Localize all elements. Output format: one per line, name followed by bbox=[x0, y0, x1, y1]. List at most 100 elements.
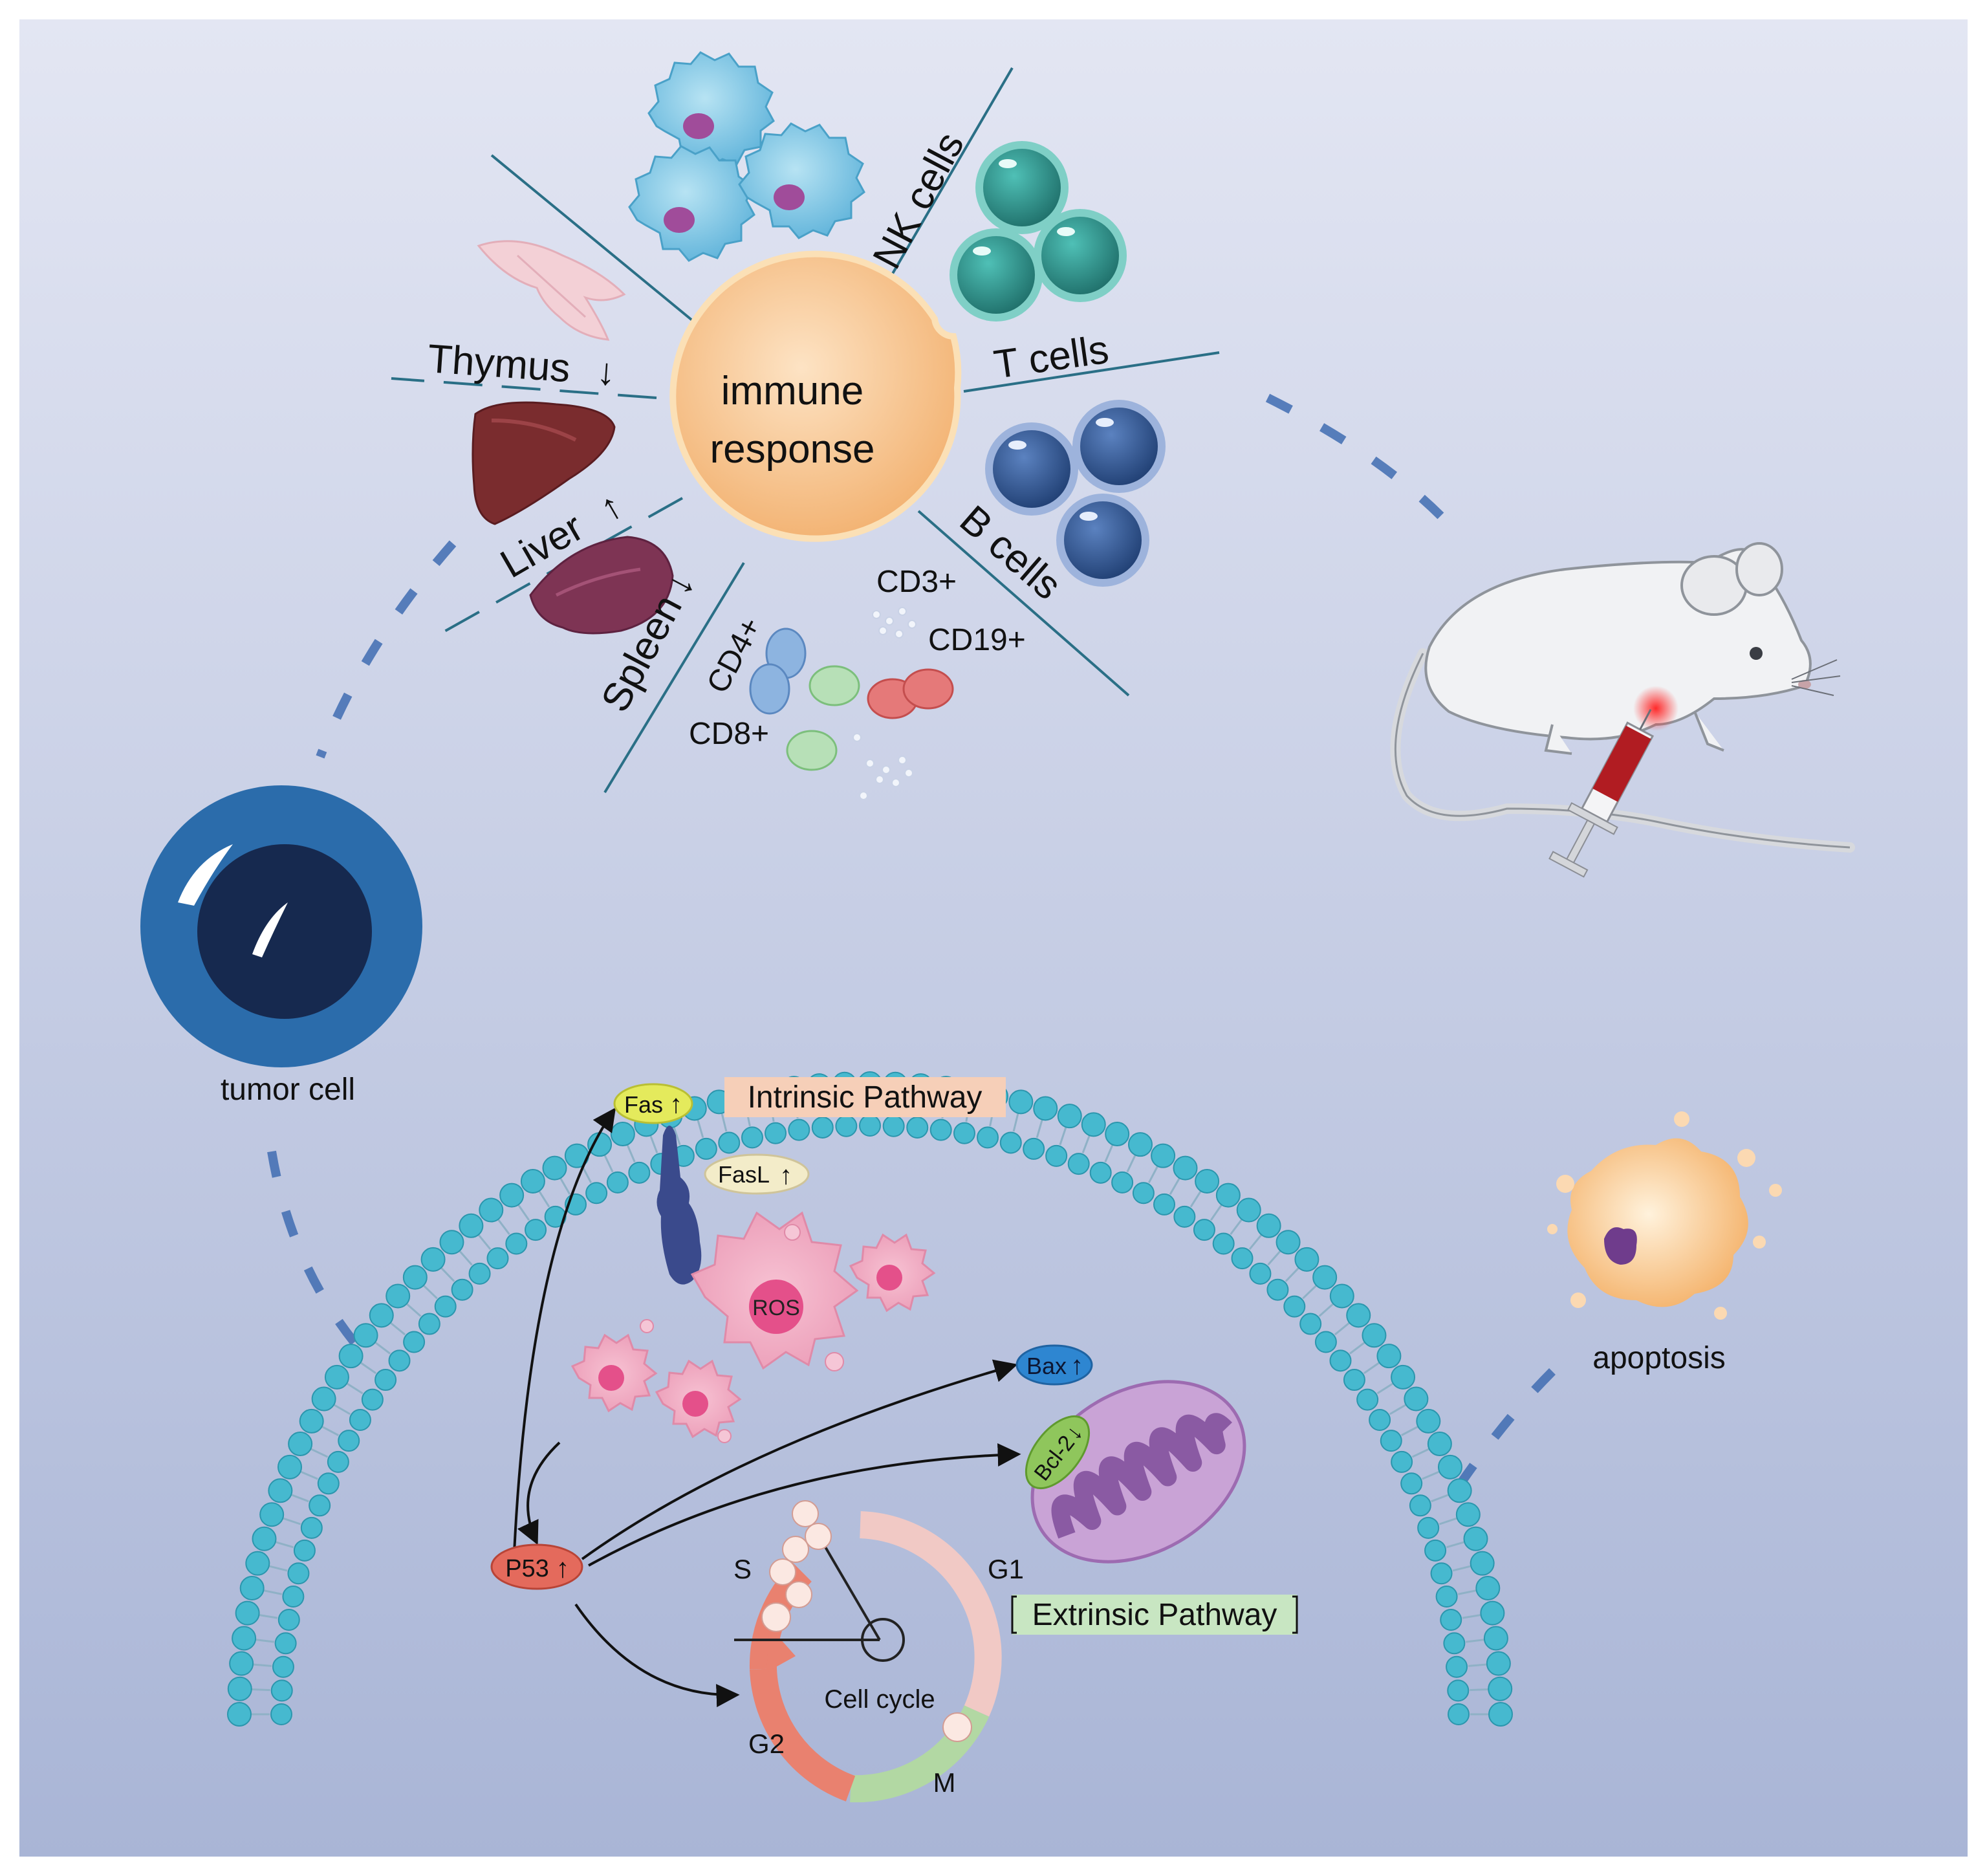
lipid-head bbox=[235, 1600, 260, 1626]
nk-cells bbox=[628, 51, 865, 262]
lipid-head bbox=[882, 1115, 905, 1137]
lipid-tail bbox=[1302, 1284, 1318, 1300]
lipid-tail bbox=[1466, 1639, 1485, 1643]
syringe-illustration bbox=[1548, 709, 1655, 878]
lipid-tail bbox=[1012, 1113, 1019, 1132]
lipid-head bbox=[695, 1137, 717, 1160]
lipid-head bbox=[835, 1115, 858, 1137]
lipid-head bbox=[403, 1331, 426, 1353]
lipid-head bbox=[1455, 1502, 1481, 1527]
ros-label: ROS bbox=[752, 1296, 800, 1320]
apoptosis-label: apoptosis bbox=[1592, 1341, 1725, 1375]
lipid-head bbox=[1329, 1349, 1352, 1372]
lipid-tail bbox=[1169, 1177, 1180, 1195]
lipid-head bbox=[999, 1131, 1022, 1154]
lipid-tail bbox=[1446, 1541, 1465, 1549]
spleen-organ bbox=[529, 536, 674, 635]
lipid-tail bbox=[299, 1470, 318, 1480]
lipid-head bbox=[434, 1295, 457, 1318]
lipid-head bbox=[499, 1183, 525, 1208]
lipid-head bbox=[287, 1562, 310, 1585]
phase-g2-label: G2 bbox=[748, 1729, 785, 1759]
p53-up-arrow: ↑ bbox=[556, 1553, 570, 1583]
lipid-head bbox=[1111, 1171, 1134, 1194]
intrinsic-pathway-box: Intrinsic Pathway bbox=[724, 1077, 1006, 1117]
lipid-head bbox=[1369, 1409, 1391, 1431]
lipid-head bbox=[520, 1168, 545, 1194]
lipid-head bbox=[1249, 1262, 1272, 1285]
lipid-head bbox=[906, 1116, 929, 1139]
lipid-head bbox=[1488, 1676, 1513, 1701]
svg-text:Extrinsic Pathway: Extrinsic Pathway bbox=[1032, 1598, 1277, 1632]
lipid-head bbox=[1173, 1205, 1196, 1228]
lipid-tail bbox=[360, 1362, 377, 1375]
cell-cycle-label: Cell cycle bbox=[824, 1685, 935, 1714]
lipid-head bbox=[1404, 1386, 1429, 1412]
lipid-head bbox=[270, 1703, 292, 1725]
phase-g1-label: G1 bbox=[988, 1554, 1024, 1584]
lipid-tail bbox=[290, 1494, 309, 1503]
lipid-head bbox=[239, 1575, 265, 1600]
lipid-tail bbox=[1081, 1135, 1091, 1153]
lipid-head bbox=[309, 1494, 331, 1517]
lipid-tail bbox=[389, 1322, 406, 1336]
lipid-tail bbox=[1147, 1165, 1159, 1183]
phase-s-label: S bbox=[733, 1554, 752, 1584]
lipid-head bbox=[369, 1303, 394, 1328]
lipid-tail bbox=[310, 1448, 329, 1458]
lipid-head bbox=[1008, 1089, 1034, 1115]
lipid-head bbox=[1045, 1144, 1068, 1167]
lipid-tail bbox=[263, 1589, 283, 1595]
lipid-tail bbox=[1285, 1267, 1300, 1282]
lipid-tail bbox=[1210, 1204, 1222, 1221]
lipid-tail bbox=[1422, 1470, 1440, 1480]
mouse-illustration bbox=[1390, 542, 1855, 878]
lipid-head bbox=[1427, 1432, 1452, 1457]
lipid-tail bbox=[1230, 1219, 1243, 1236]
lipid-tail bbox=[251, 1688, 270, 1692]
lipid-tail bbox=[649, 1135, 658, 1153]
lipid-head bbox=[1391, 1450, 1413, 1473]
svg-text:Bax: Bax bbox=[1026, 1353, 1067, 1379]
lipid-head bbox=[1356, 1388, 1379, 1411]
lipid-tail bbox=[1349, 1341, 1365, 1355]
svg-text:Thymus: Thymus bbox=[426, 336, 572, 391]
lipid-head bbox=[788, 1118, 810, 1141]
lipid-head bbox=[272, 1655, 294, 1678]
lipid-tail bbox=[333, 1404, 351, 1415]
lipid-head bbox=[402, 1265, 428, 1290]
lipid-head bbox=[1343, 1369, 1365, 1391]
lipid-head bbox=[1376, 1344, 1402, 1369]
lipid-tail bbox=[1431, 1494, 1450, 1503]
fas-up-arrow: ↑ bbox=[669, 1090, 682, 1118]
phase-m-label: M bbox=[933, 1767, 956, 1798]
lipid-head bbox=[1486, 1651, 1511, 1676]
lipid-head bbox=[418, 1313, 440, 1335]
cd3-label: CD3+ bbox=[876, 565, 957, 599]
lipid-tail bbox=[282, 1517, 301, 1525]
lipid-head bbox=[1391, 1364, 1416, 1390]
lipid-head bbox=[505, 1232, 528, 1255]
lipid-head bbox=[300, 1516, 323, 1539]
lipid-head bbox=[1089, 1161, 1112, 1184]
lipid-head bbox=[288, 1432, 313, 1457]
thymus-organ bbox=[477, 240, 626, 341]
lipid-head bbox=[542, 1155, 567, 1181]
lipid-head bbox=[388, 1349, 411, 1372]
lipid-head bbox=[268, 1478, 293, 1503]
lipid-head bbox=[282, 1585, 305, 1608]
lipid-tail bbox=[697, 1119, 704, 1139]
thymus-label: Thymus ↓ bbox=[426, 336, 617, 393]
lipid-head bbox=[227, 1676, 252, 1701]
lipid-head bbox=[1193, 1219, 1215, 1241]
lipid-tail bbox=[1189, 1190, 1202, 1208]
lipid-head bbox=[385, 1283, 411, 1309]
lipid-head bbox=[741, 1126, 763, 1149]
lipid-tail bbox=[497, 1219, 510, 1236]
lipid-tail bbox=[252, 1663, 272, 1667]
lipid-head bbox=[1443, 1632, 1466, 1655]
lipid-tail bbox=[406, 1303, 422, 1317]
lipid-head bbox=[317, 1472, 340, 1495]
tumor-cell-label: tumor cell bbox=[221, 1073, 355, 1107]
lipid-tail bbox=[626, 1144, 636, 1162]
